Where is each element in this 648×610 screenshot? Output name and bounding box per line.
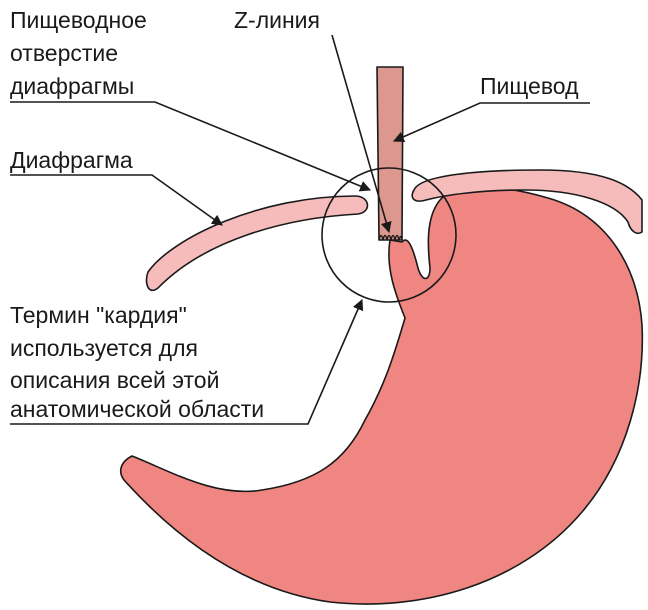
hiatus-label-line-2: отверстие <box>10 40 118 66</box>
hiatus-label-line-3: диафрагмы <box>10 73 134 99</box>
cardia-note-line-1: Термин "кардия" <box>10 302 187 328</box>
z-line-label: Z-линия <box>234 7 320 33</box>
cardia-note-line-2: используется для <box>10 335 198 361</box>
esophagus-leader-arrow <box>394 103 590 141</box>
esophagus-label: Пищевод <box>480 73 579 99</box>
diaphragm-leader-arrow <box>10 175 222 225</box>
cardia-note-line-4: анатомической области <box>10 396 264 422</box>
hiatus-label-line-1: Пищеводное <box>10 7 147 33</box>
diaphragm-left <box>146 196 367 290</box>
cardia-note-line-3: описания всей этой <box>10 367 219 393</box>
hiatus-leader-arrow <box>10 102 370 190</box>
esophagus-tube <box>377 67 403 240</box>
hiatus-label: Пищеводное отверстие диафрагмы <box>10 7 147 99</box>
diaphragm-label: Диафрагма <box>10 147 133 173</box>
cardia-note-label: Термин "кардия" используется для описани… <box>10 302 264 422</box>
